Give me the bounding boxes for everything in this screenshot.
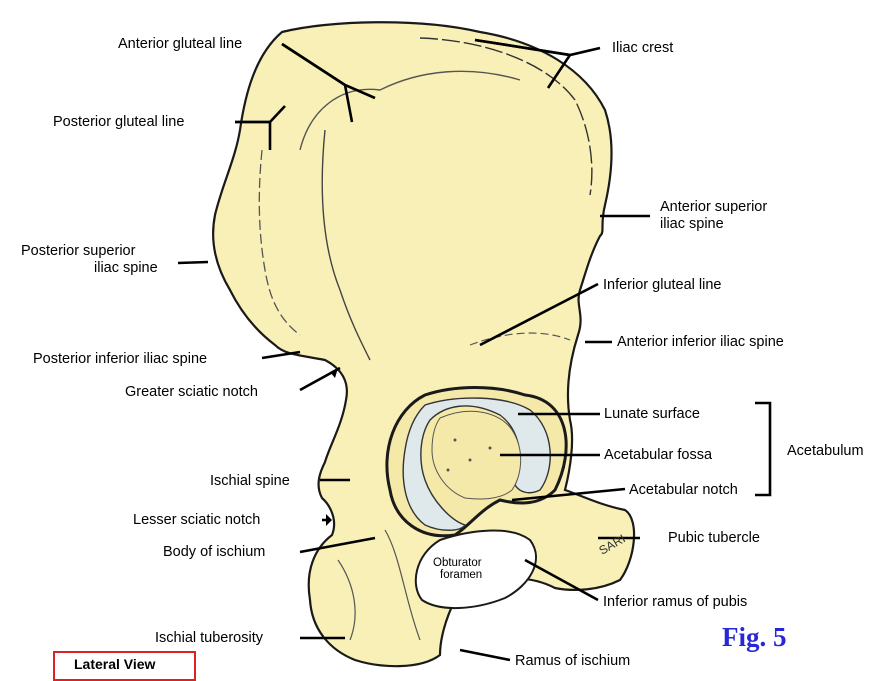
label-pubic-tubercle: Pubic tubercle xyxy=(668,530,760,546)
label-anterior-superior-iliac-spine-2: iliac spine xyxy=(660,216,724,232)
label-ramus-of-ischium: Ramus of ischium xyxy=(515,653,630,669)
fossa-dot xyxy=(469,459,472,462)
fossa-dot xyxy=(454,439,457,442)
label-obturator-foramen-2: foramen xyxy=(440,569,482,581)
label-posterior-superior-iliac-spine-1: Posterior superior xyxy=(21,243,135,259)
label-anterior-gluteal-line: Anterior gluteal line xyxy=(118,36,242,52)
label-inferior-gluteal-line: Inferior gluteal line xyxy=(603,277,722,293)
label-acetabular-fossa: Acetabular fossa xyxy=(604,447,712,463)
label-greater-sciatic-notch: Greater sciatic notch xyxy=(125,384,258,400)
label-acetabular-notch: Acetabular notch xyxy=(629,482,738,498)
label-body-of-ischium: Body of ischium xyxy=(163,544,265,560)
label-inferior-ramus-of-pubis: Inferior ramus of pubis xyxy=(603,594,747,610)
label-iliac-crest: Iliac crest xyxy=(612,40,673,56)
label-posterior-gluteal-line: Posterior gluteal line xyxy=(53,114,184,130)
label-lesser-sciatic-notch: Lesser sciatic notch xyxy=(133,512,260,528)
label-acetabulum: Acetabulum xyxy=(787,443,864,459)
fossa-dot xyxy=(447,469,450,472)
label-obturator-foramen-1: Obturator xyxy=(433,557,482,569)
label-anterior-inferior-iliac-spine: Anterior inferior iliac spine xyxy=(617,334,784,350)
fossa-dot xyxy=(489,447,492,450)
arrowhead xyxy=(326,514,332,526)
figure-label: Fig. 5 xyxy=(722,622,787,653)
label-ischial-tuberosity: Ischial tuberosity xyxy=(155,630,263,646)
label-ischial-spine: Ischial spine xyxy=(210,473,290,489)
label-posterior-superior-iliac-spine-2: iliac spine xyxy=(94,260,158,276)
label-posterior-inferior-iliac-spine: Posterior inferior iliac spine xyxy=(33,351,207,367)
arrowhead xyxy=(330,368,338,378)
view-label: Lateral View xyxy=(74,656,155,672)
label-anterior-superior-iliac-spine-1: Anterior superior xyxy=(660,199,767,215)
label-lunate-surface: Lunate surface xyxy=(604,406,700,422)
